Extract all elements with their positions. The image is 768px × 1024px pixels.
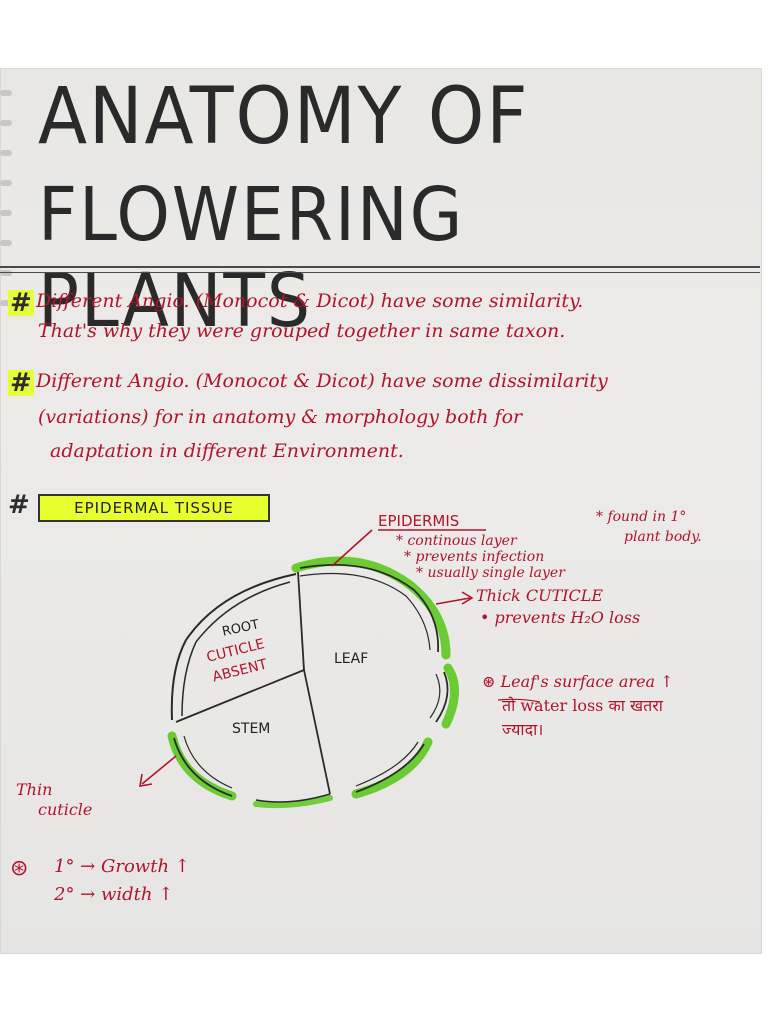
found-in-primary-note-2: plant body. bbox=[624, 529, 702, 545]
bullet-1-line-2: That's why they were grouped together in… bbox=[38, 320, 566, 342]
leaf-top-green-cuticle bbox=[291, 556, 451, 660]
epidermis-point-3: * usually single layer bbox=[416, 565, 565, 581]
stem-inner-outline bbox=[183, 735, 233, 789]
leaf-area-note-3: ज्यादा। bbox=[502, 720, 544, 739]
epidermis-point-1: * continous layer bbox=[396, 533, 517, 549]
root-inner-outline bbox=[181, 581, 291, 717]
epidermis-point-2: * prevents infection bbox=[404, 549, 545, 565]
bullet-2-line-2: (variations) for in anatomy & morphology… bbox=[38, 406, 523, 428]
epidermis-pointer-arrow bbox=[331, 529, 373, 567]
thick-cuticle-arrow bbox=[435, 597, 471, 605]
title-underline bbox=[0, 266, 760, 268]
title-underline-second bbox=[0, 272, 760, 273]
bullet-2-line-3: adaptation in different Environment. bbox=[50, 440, 404, 462]
leaf-bottom-outline bbox=[355, 743, 425, 793]
bullet-1-line-1: Different Angio. (Monocot & Dicot) have … bbox=[36, 290, 584, 312]
growth-note-secondary: 2° → width ↑ bbox=[54, 884, 174, 905]
leaf-label: LEAF bbox=[334, 651, 369, 667]
stem-label: STEM bbox=[232, 721, 271, 737]
divider-stem-leaf bbox=[303, 669, 331, 795]
leaf-area-note-1: ⊛ Leaf's surface area ↑ bbox=[482, 672, 674, 691]
thin-cuticle-arrow bbox=[141, 755, 177, 785]
thick-cuticle-arrowhead bbox=[461, 591, 474, 605]
stem-green-cuticle bbox=[167, 731, 237, 801]
stem-outline bbox=[173, 737, 233, 797]
page-title-line-1: ANATOMY OF bbox=[38, 72, 530, 162]
notebook-spiral bbox=[0, 70, 12, 950]
root-section-outline bbox=[170, 573, 297, 721]
section-marker: # bbox=[8, 490, 30, 520]
section-heading-epidermal-tissue: EPIDERMAL TISSUE bbox=[38, 494, 270, 522]
thick-cuticle-note: • prevents H₂O loss bbox=[480, 608, 641, 627]
leaf-bottom-green-cuticle bbox=[351, 737, 433, 799]
leaf-right-outline bbox=[435, 671, 449, 723]
epidermis-title: EPIDERMIS bbox=[378, 512, 460, 530]
thin-cuticle-label-2: cuticle bbox=[38, 800, 93, 819]
leaf-area-note-2: तो water loss का खतरा bbox=[502, 696, 663, 715]
stem-bottom-outline bbox=[255, 793, 331, 803]
bullet-marker-2: # bbox=[8, 368, 34, 398]
divider-root-stem bbox=[175, 669, 305, 723]
thin-cuticle-label-1: Thin bbox=[16, 780, 53, 799]
found-in-primary-note-1: * found in 1° bbox=[596, 509, 687, 525]
thick-cuticle-label: Thick CUTICLE bbox=[476, 586, 604, 605]
growth-notes-marker: ⊛ bbox=[10, 856, 29, 881]
thin-cuticle-arrowhead bbox=[139, 773, 153, 787]
bullet-2-line-1: Different Angio. (Monocot & Dicot) have … bbox=[36, 370, 608, 392]
leaf-bottom-inner-outline bbox=[355, 741, 419, 787]
leaf-right-green-cuticle bbox=[441, 663, 459, 729]
divider-root-leaf bbox=[297, 571, 305, 671]
bullet-marker-1: # bbox=[8, 288, 34, 318]
growth-note-primary: 1° → Growth ↑ bbox=[54, 856, 190, 877]
leaf-area-underline bbox=[497, 698, 541, 703]
stem-bottom-green-cuticle bbox=[253, 795, 333, 809]
leaf-top-outline bbox=[299, 563, 439, 653]
leaf-top-inner-outline bbox=[299, 572, 431, 651]
leaf-right-inner-outline bbox=[429, 673, 441, 719]
